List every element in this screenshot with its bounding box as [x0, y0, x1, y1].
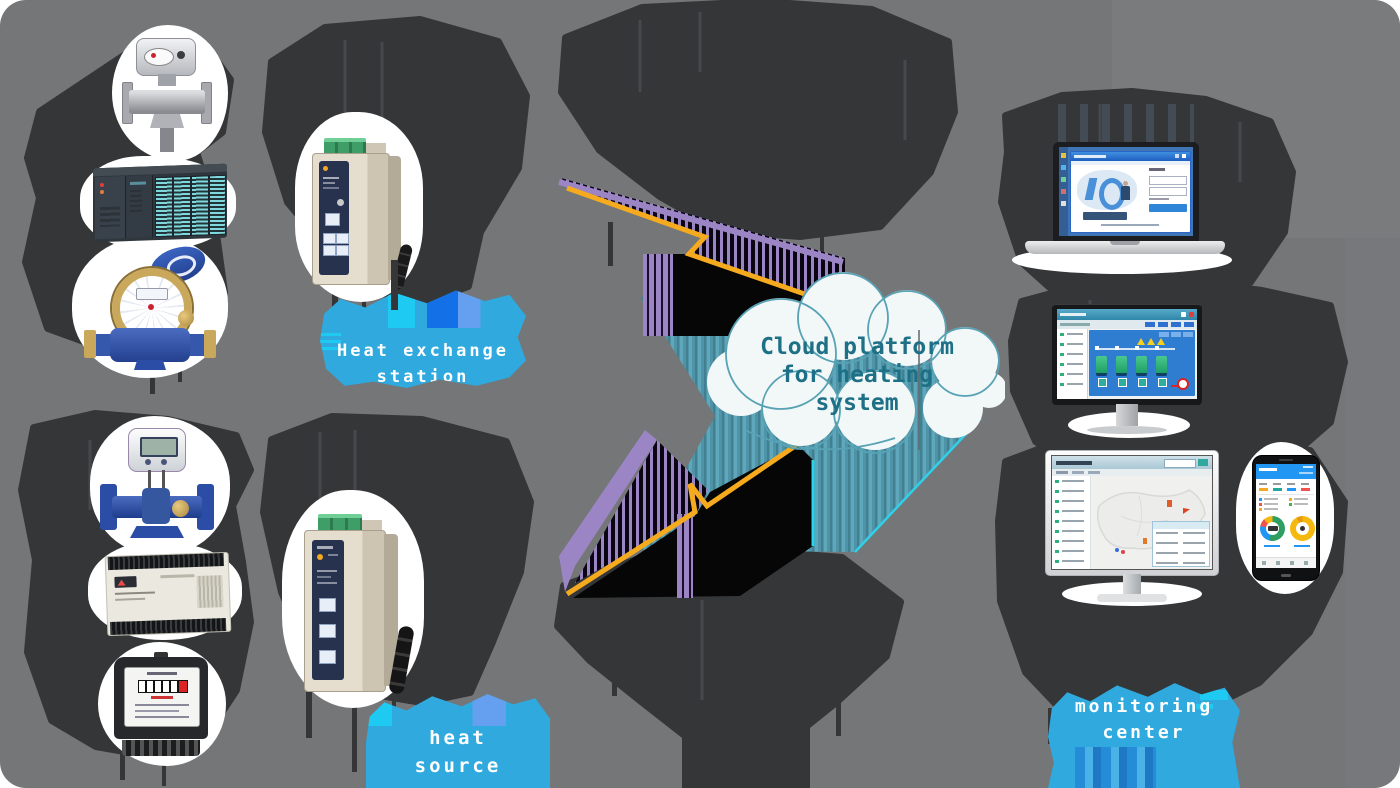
- flow-meter: [122, 38, 212, 154]
- pump-icon: [1156, 356, 1167, 376]
- monitoring-center-banner: monitoring center: [1048, 683, 1240, 788]
- legend-block: [1289, 498, 1315, 512]
- plc-rack: [93, 163, 227, 243]
- monitor-base: [1097, 594, 1167, 602]
- legend-block: [1259, 498, 1285, 512]
- router-terminal-block: [318, 514, 362, 535]
- ethernet-port: [319, 598, 336, 612]
- heat-source-banner: heat source: [366, 694, 550, 788]
- map-screen: [1051, 455, 1213, 570]
- ethernet-port: [325, 213, 340, 226]
- pump-icon: [1096, 356, 1107, 376]
- app-header: [1256, 464, 1316, 479]
- ethernet-port: [336, 233, 349, 244]
- map-tree-panel: [1052, 476, 1091, 569]
- map-flag-icon: [1183, 508, 1190, 514]
- warning-icon: [1147, 338, 1155, 345]
- water-meter-body: [110, 328, 190, 362]
- monitoring-center-label-line1: monitoring: [1074, 696, 1214, 717]
- login-panel: [1149, 168, 1187, 222]
- donut-chart-yellow: [1290, 516, 1315, 541]
- scada-main-panel: [1089, 330, 1195, 396]
- map-header: [1052, 456, 1212, 469]
- flow-meter-pipe: [129, 90, 205, 114]
- cloud-label-line1: Cloud platform: [760, 334, 954, 360]
- window-titlebar: [1071, 152, 1190, 161]
- map-marker: [1143, 538, 1147, 544]
- app-navbar: [1256, 557, 1316, 568]
- laptop-base: [1025, 241, 1225, 254]
- laptop-display: [1059, 147, 1193, 236]
- meter-face: [124, 667, 200, 727]
- router-side: [384, 534, 398, 686]
- mechanical-water-meter: [84, 240, 216, 372]
- login-password-field: [1149, 187, 1187, 196]
- lightning-bolt-graphic: Cloud platform for heating system: [558, 178, 1005, 598]
- plc-terminal-bottom: [109, 617, 227, 636]
- monitoring-center-label-line2: center: [1102, 722, 1186, 743]
- donut-chart-green: [1260, 516, 1285, 541]
- scada-header: [1057, 309, 1197, 320]
- heat-source-label-line2: source: [414, 755, 502, 777]
- router-front-panel: [312, 540, 344, 680]
- map-monitor: [1045, 450, 1219, 602]
- plc-io-grille: [209, 174, 226, 236]
- login-window: [1070, 151, 1191, 233]
- phone-screen: [1256, 464, 1316, 568]
- ethernet-port: [336, 245, 349, 256]
- ethernet-port: [323, 245, 336, 256]
- plc-io-grille: [155, 176, 173, 238]
- map-area: [1091, 476, 1212, 569]
- ultrasonic-heat-meter: [100, 428, 214, 550]
- plc-io-grille: [173, 175, 191, 237]
- map-info-panel: [1152, 521, 1210, 567]
- electric-energy-meter: [114, 652, 208, 758]
- map-search-box: [1164, 459, 1196, 468]
- monitor-stand: [1116, 404, 1138, 426]
- monitor-stand: [1123, 574, 1141, 596]
- pump-icon: [1116, 356, 1127, 376]
- laptop-login-screen: [1025, 140, 1225, 256]
- login-username-field: [1149, 176, 1187, 185]
- ethernet-port: [319, 650, 336, 664]
- plc-module: [104, 551, 232, 637]
- map-search-button: [1198, 459, 1208, 466]
- cloud-label-line2: for heating: [781, 362, 933, 388]
- industrial-router-heat-exchange: [304, 138, 416, 291]
- mobile-app-phone: [1252, 455, 1320, 581]
- scada-tree-panel: [1057, 329, 1088, 399]
- warning-icon: [1137, 338, 1145, 345]
- scada-pump-monitor: [1052, 304, 1202, 436]
- cloud-label-line3: system: [815, 390, 898, 416]
- plc-cpu-module: [126, 175, 153, 239]
- heat-source-label-line1: heat: [429, 727, 487, 749]
- warning-icon: [1157, 338, 1165, 345]
- login-button: [1149, 204, 1187, 212]
- plc-terminal-top: [107, 553, 225, 571]
- map-marker: [1167, 500, 1172, 507]
- flow-meter-head: [136, 38, 196, 76]
- router-front-panel: [319, 161, 349, 275]
- router-side: [388, 156, 401, 280]
- plc-io-grille: [191, 175, 209, 236]
- meter-terminals: [122, 740, 200, 756]
- plc-power-module: [95, 176, 126, 240]
- pump-icon: [1136, 356, 1147, 376]
- scada-screen: [1057, 309, 1197, 399]
- cloud-shape: Cloud platform for heating system: [707, 272, 1005, 454]
- gauge-icon: [1177, 378, 1189, 390]
- ethernet-port: [319, 624, 336, 638]
- industrial-router-heat-source: [296, 514, 415, 704]
- heat-exchange-label-line1: Heat exchange: [336, 341, 510, 361]
- heat-meter-display: [128, 428, 186, 472]
- ethernet-port: [323, 233, 336, 244]
